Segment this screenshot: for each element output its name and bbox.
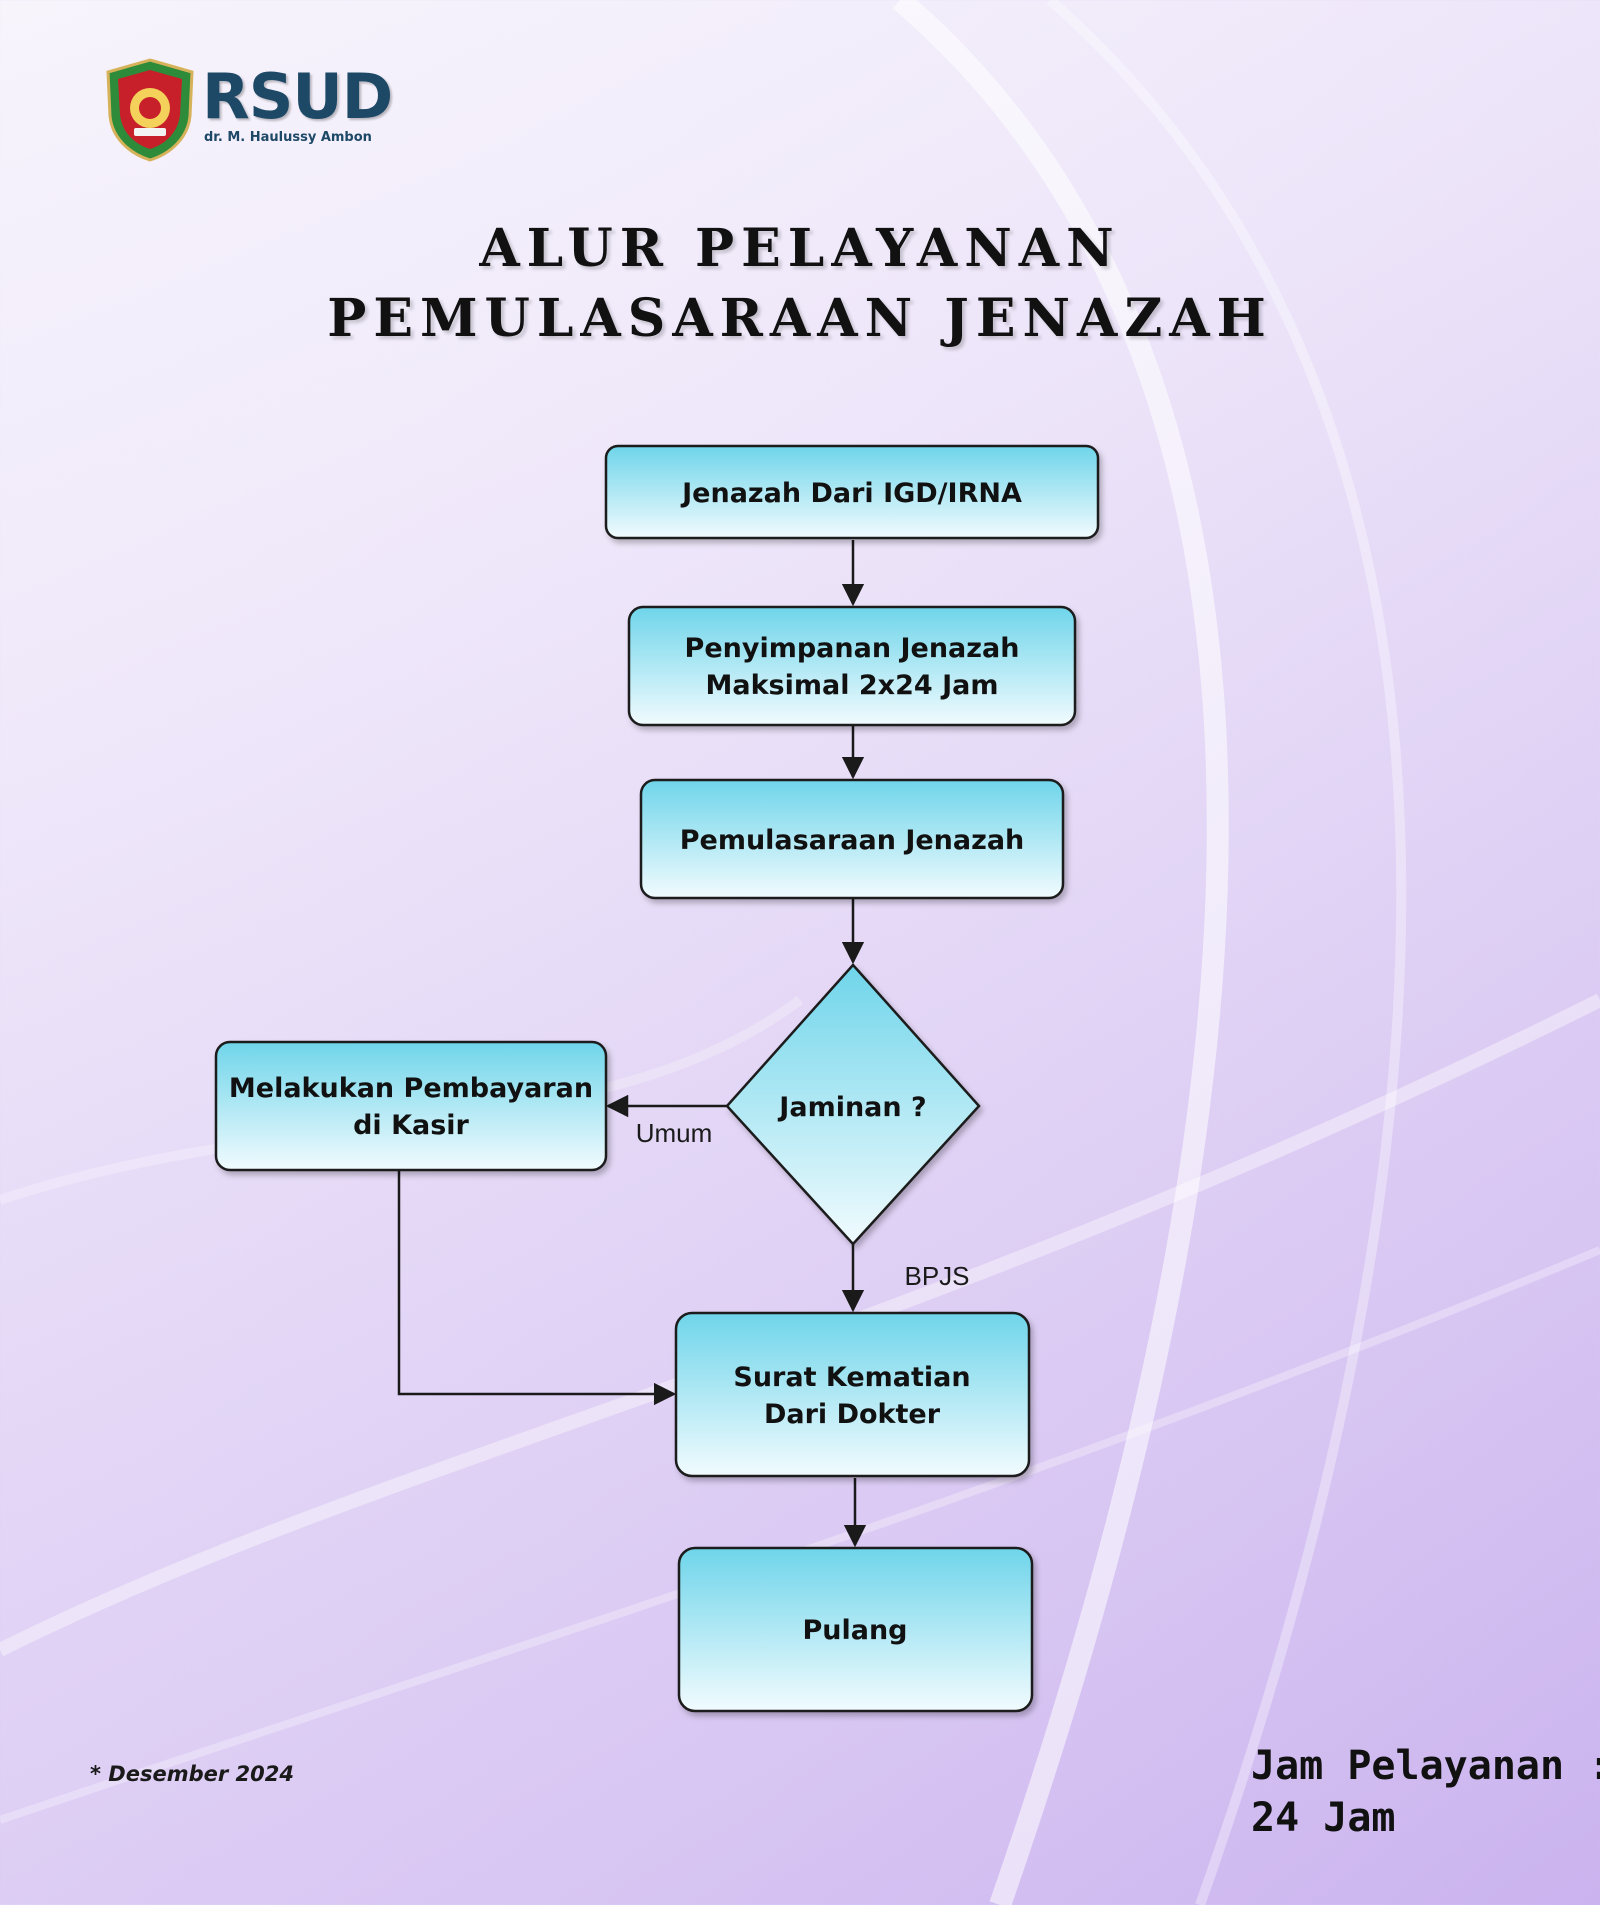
service-hours-label: Jam Pelayanan :	[1251, 1743, 1600, 1789]
hospital-logo: RSUD dr. M. Haulussy Ambon	[104, 58, 404, 168]
logo-wordmark: RSUD	[202, 60, 393, 133]
node-payment-label-line-2: di Kasir	[353, 1110, 469, 1141]
service-hours: Jam Pelayanan : 24 Jam	[1251, 1740, 1600, 1844]
node-prep-label: Pemulasaraan Jenazah	[680, 825, 1025, 856]
page-title-line-2: PEMULASARAAN JENAZAH	[327, 288, 1273, 349]
node-storage-label-line-1: Penyimpanan Jenazah	[685, 633, 1020, 664]
edge-label-umum: Umum	[636, 1118, 713, 1148]
node-decision-label: Jaminan ?	[777, 1092, 926, 1123]
node-payment	[214, 1040, 608, 1172]
footnote-date: * Desember 2024	[90, 1762, 294, 1786]
node-prep	[639, 778, 1065, 900]
edges	[397, 540, 867, 1548]
edge-payment-to-certificate	[397, 1170, 677, 1406]
shield-emblem-icon	[106, 58, 194, 162]
node-certificate-label-line-1: Surat Kematian	[733, 1362, 970, 1393]
node-end-label: Pulang	[802, 1615, 907, 1646]
node-certificate-label-line-2: Dari Dokter	[764, 1399, 941, 1430]
node-storage-label-line-2: Maksimal 2x24 Jam	[706, 670, 999, 701]
node-decision	[725, 963, 981, 1246]
node-start-label: Jenazah Dari IGD/IRNA	[680, 478, 1022, 509]
edge-label-bpjs: BPJS	[904, 1261, 969, 1291]
page-title-line-1: ALUR PELAYANAN	[479, 218, 1121, 279]
node-payment-label-line-1: Melakukan Pembayaran	[229, 1073, 593, 1104]
service-hours-value: 24 Jam	[1251, 1795, 1396, 1841]
node-end	[677, 1546, 1034, 1713]
logo-subtitle: dr. M. Haulussy Ambon	[204, 130, 372, 145]
node-start	[604, 444, 1100, 540]
node-storage	[627, 605, 1077, 727]
node-certificate	[674, 1311, 1031, 1478]
